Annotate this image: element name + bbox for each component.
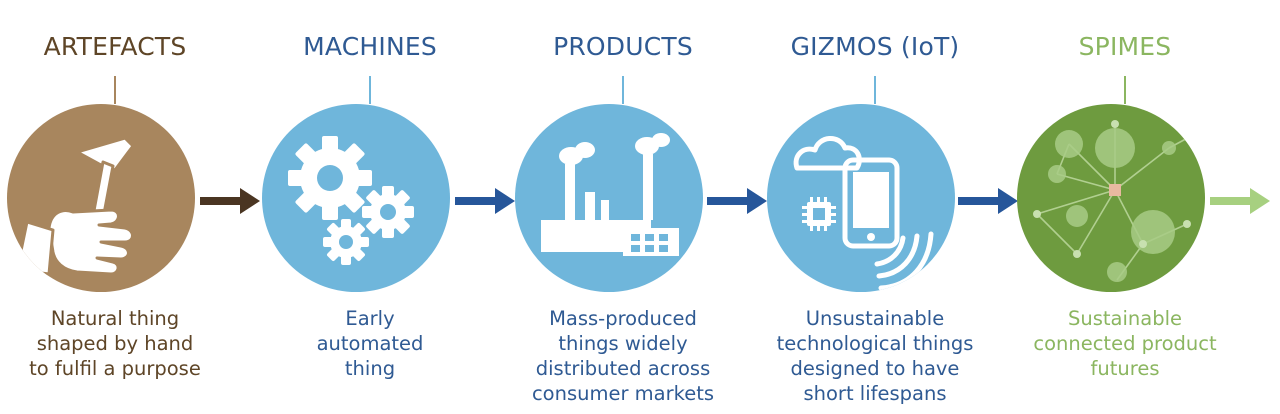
connector-line [1124,76,1126,104]
stage-title: PRODUCTS [553,32,693,61]
stage-disc [767,104,955,292]
network-icon [1033,120,1199,282]
stage-description: Mass-produced things widely distributed … [531,307,715,405]
smartphone-cloud-icon [793,136,934,291]
stage-disc [7,104,195,292]
connector-line [622,76,624,104]
stage-title: GIZMOS (IoT) [790,32,960,61]
stage-title: ARTEFACTS [43,32,187,61]
stage-title: MACHINES [303,32,437,61]
arrow-right-icon [455,188,515,214]
stage-description: Sustainable connected product futures [1033,307,1217,380]
connector-line [114,76,116,104]
arrow-right-icon [1210,188,1270,214]
hand-tool-icon [15,136,135,276]
stage-description: Natural thing shaped by hand to fulfil a… [29,307,201,380]
connector-line [874,76,876,104]
stage-description: Unsustainable technological things desig… [776,307,974,405]
connector-line [369,76,371,104]
stage-disc [1017,104,1205,292]
gears-icon [288,136,414,265]
stage-disc [515,104,703,292]
stage-description: Early automated thing [316,307,424,380]
stage-title: SPIMES [1078,32,1172,61]
arrow-right-icon [200,188,260,214]
arrow-right-icon [958,188,1018,214]
arrow-right-icon [707,188,767,214]
stage-disc [262,104,450,292]
factory-icon [541,133,679,256]
